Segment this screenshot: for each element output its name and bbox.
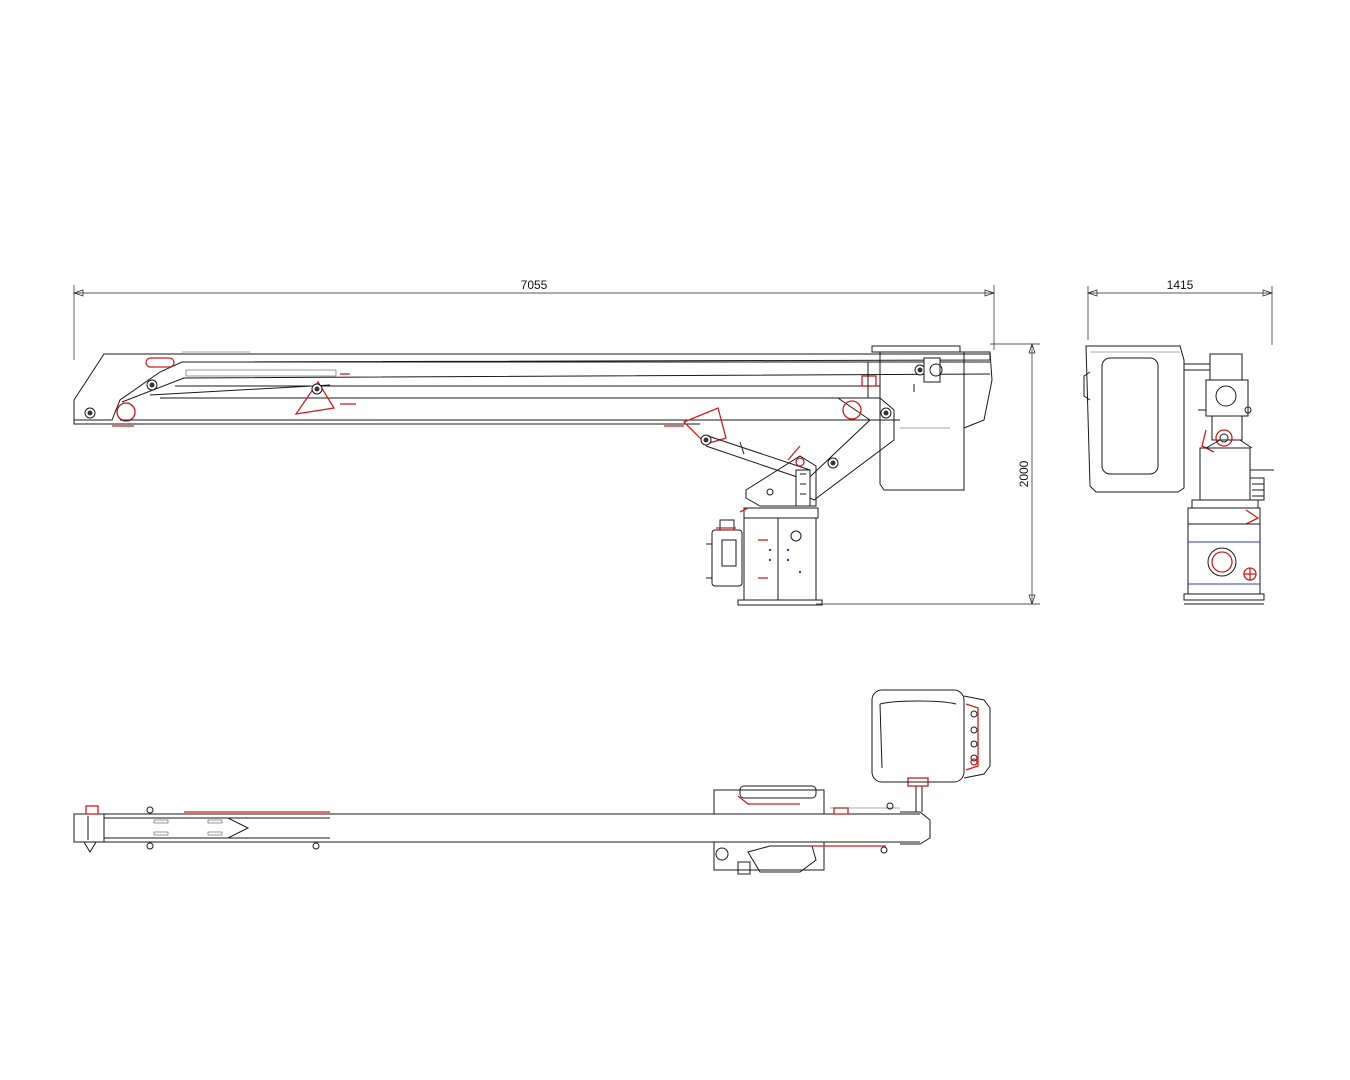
boom-head-top	[900, 777, 931, 845]
pivot-pins	[84, 364, 926, 469]
lower-boom	[120, 369, 991, 427]
top-view	[73, 689, 991, 875]
basket-front	[1083, 345, 1210, 493]
dimension-overall-height: 2000	[816, 342, 1040, 606]
turret-arm	[745, 445, 817, 507]
pedestal-base	[737, 507, 823, 606]
turret-top	[713, 785, 900, 875]
triangle-link-front	[294, 380, 336, 415]
boom-head-end	[1198, 353, 1252, 453]
basket-top	[871, 689, 991, 783]
side-view	[73, 345, 993, 606]
motor-unit	[706, 519, 743, 587]
base-end	[1183, 499, 1265, 605]
dimension-label-width: 1415	[1167, 278, 1194, 292]
boom-top	[73, 805, 920, 853]
dimension-overall-length: 7055	[72, 278, 996, 360]
turret-end	[1199, 439, 1274, 501]
dimension-label-height: 2000	[1017, 460, 1031, 487]
upper-boom	[73, 351, 991, 427]
dimension-end-width: 1415	[1086, 278, 1274, 345]
triangle-link-rear	[682, 407, 727, 445]
hydraulic-cylinder	[705, 435, 811, 481]
boom-knuckle	[795, 362, 895, 501]
dimension-label-length: 7055	[521, 278, 548, 292]
basket-side	[871, 345, 993, 491]
end-view	[1083, 345, 1274, 605]
